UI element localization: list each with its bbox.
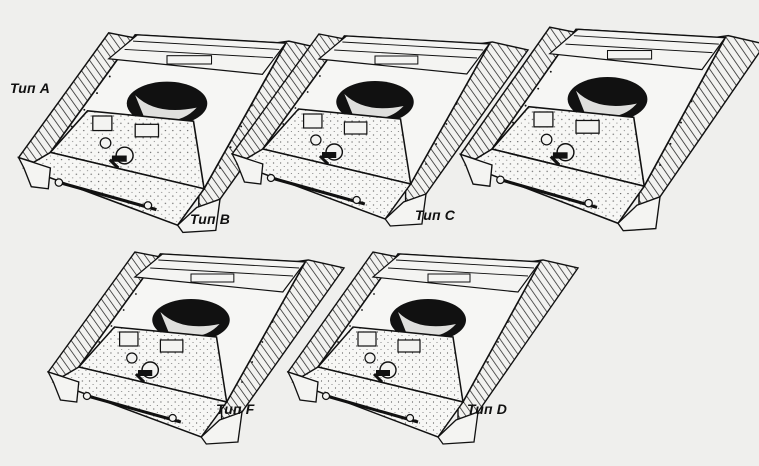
label-type-b: Тип В: [190, 211, 231, 227]
label-type-a: Тип А: [10, 80, 51, 96]
tank-type-f: [46, 250, 346, 446]
label-type-c: Тип С: [415, 207, 456, 223]
label-type-f: Тип F: [216, 401, 255, 417]
label-type-d: Тип D: [467, 401, 508, 417]
